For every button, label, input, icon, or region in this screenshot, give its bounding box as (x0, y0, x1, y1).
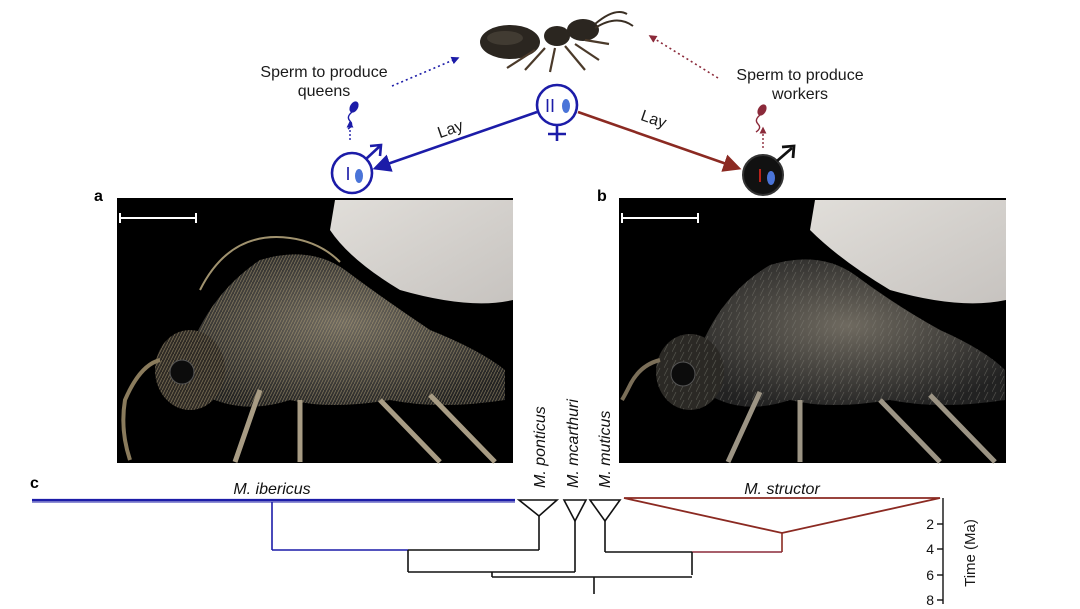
structor-clade (623, 497, 941, 553)
ant-icon (480, 11, 634, 73)
internal-branches (407, 516, 693, 594)
photo-a (117, 198, 513, 464)
sperm-workers-label-line2: workers (771, 86, 828, 103)
lay-right-label: Lay (639, 108, 669, 132)
female-symbol-icon: II (535, 83, 579, 141)
species-label-structor: M. structor (744, 481, 820, 498)
muticus-triangle (588, 499, 622, 523)
sperm-queens-label-line1: Sperm to produce (260, 64, 387, 81)
axis-tick-4: 4 (926, 541, 934, 557)
phylogeny-tree: M. ibericus M. ponticus M. mcarthuri M. … (32, 399, 979, 608)
sperm-icon (347, 101, 359, 130)
lay-left-arrow (372, 110, 538, 172)
top-diagram: Sperm to produce queens Sperm to produce… (260, 11, 864, 196)
male-symbol-icon: I (742, 144, 796, 196)
sperm-queens-label-line2: queens (298, 83, 351, 100)
axis-tick-2: 2 (926, 516, 934, 532)
queen-symbol-text: II (545, 96, 555, 116)
time-axis: 2 4 6 8 Time (Ma) (926, 498, 979, 608)
sperm-workers-arrow (648, 35, 719, 79)
species-label-ibericus: M. ibericus (233, 481, 310, 498)
panel-label-a: a (94, 188, 103, 205)
species-label-mcarthuri: M. mcarthuri (565, 399, 582, 488)
left-male-symbol-text: I (345, 164, 350, 184)
species-label-ponticus: M. ponticus (532, 406, 549, 488)
sperm-queens-arrow (391, 56, 460, 87)
lay-right-arrow (577, 110, 742, 172)
axis-tick-6: 6 (926, 567, 934, 583)
photo-b (619, 198, 1006, 464)
male-symbol-icon: I (330, 143, 383, 195)
sperm-icon (755, 104, 767, 133)
ponticus-triangle (516, 499, 560, 518)
panel-label-c: c (30, 475, 39, 492)
ibericus-clade (32, 498, 515, 551)
sperm-workers-label-line1: Sperm to produce (736, 67, 863, 84)
axis-tick-8: 8 (926, 592, 934, 608)
axis-label-time: Time (Ma) (962, 519, 979, 587)
species-label-muticus: M. muticus (597, 411, 614, 488)
panel-label-b: b (597, 188, 607, 205)
mcarthuri-triangle (562, 499, 588, 523)
right-male-symbol-text: I (757, 166, 762, 186)
